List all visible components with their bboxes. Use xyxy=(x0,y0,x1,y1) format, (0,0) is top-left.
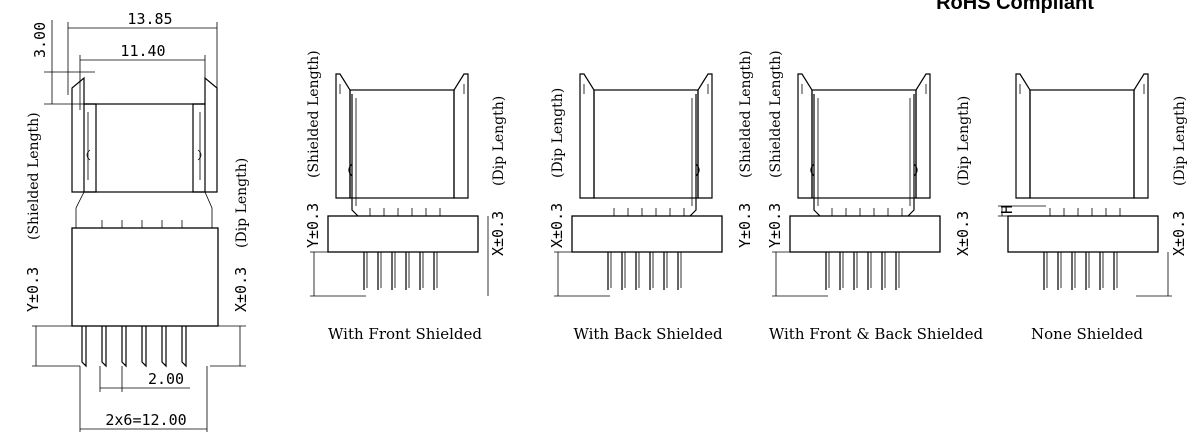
pin xyxy=(101,326,107,368)
pin xyxy=(181,326,187,368)
dim-width-inner: 11.40 xyxy=(120,42,165,60)
v1-dip-length: (Dip Length) xyxy=(491,96,507,186)
caption-front-back-shielded: With Front & Back Shielded xyxy=(769,325,984,343)
pin xyxy=(81,326,87,368)
v4-h-label: H xyxy=(998,205,1016,214)
view-front-shielded xyxy=(310,73,489,297)
dim-top-height: 3.00 xyxy=(31,22,49,58)
v2-x-tol: X±0.3 xyxy=(548,203,566,248)
v2-shielded-length: (Shielded Length) xyxy=(738,50,754,178)
dim-pitch: 2.00 xyxy=(148,370,184,388)
v1-y-tol: Y±0.3 xyxy=(304,203,322,248)
pin xyxy=(121,326,127,368)
pin xyxy=(161,326,167,368)
caption-back-shielded: With Back Shielded xyxy=(573,325,723,343)
view-front-back-shielded xyxy=(772,73,941,297)
v3-dip-length: (Dip Length) xyxy=(956,96,972,186)
v2-dip-length: (Dip Length) xyxy=(550,88,566,178)
shielded-length-label: (Shielded Length) xyxy=(26,112,42,240)
dip-length-label: (Dip Length) xyxy=(234,158,250,248)
v4-dip-length: (Dip Length) xyxy=(1172,96,1188,186)
view-back-shielded xyxy=(554,73,723,297)
v3-y-tol: Y±0.3 xyxy=(766,203,784,248)
v4-x-tol: X±0.3 xyxy=(1170,211,1188,256)
v2-y-tol: Y±0.3 xyxy=(736,203,754,248)
view-none-shielded xyxy=(998,73,1172,297)
pins-main xyxy=(81,220,187,368)
dim-width-outer: 13.85 xyxy=(127,10,172,28)
v1-x-tol: X±0.3 xyxy=(489,211,507,256)
pin xyxy=(141,326,147,368)
dim-pin-span: 2x6=12.00 xyxy=(105,411,186,429)
v3-shielded-length: (Shielded Length) xyxy=(768,50,784,178)
v1-shielded-length: (Shielded Length) xyxy=(306,50,322,178)
main-connector-drawing: 13.85 11.40 3.00 Y±0.3 (Shielded Length) xyxy=(24,10,250,432)
y-tolerance-label: Y±0.3 xyxy=(24,267,42,312)
page-title: RoHS Compliant xyxy=(936,0,1094,14)
caption-none-shielded: None Shielded xyxy=(1031,325,1143,343)
v3-x-tol: X±0.3 xyxy=(954,211,972,256)
caption-front-shielded: With Front Shielded xyxy=(328,325,482,343)
x-tolerance-label: X±0.3 xyxy=(232,267,250,312)
